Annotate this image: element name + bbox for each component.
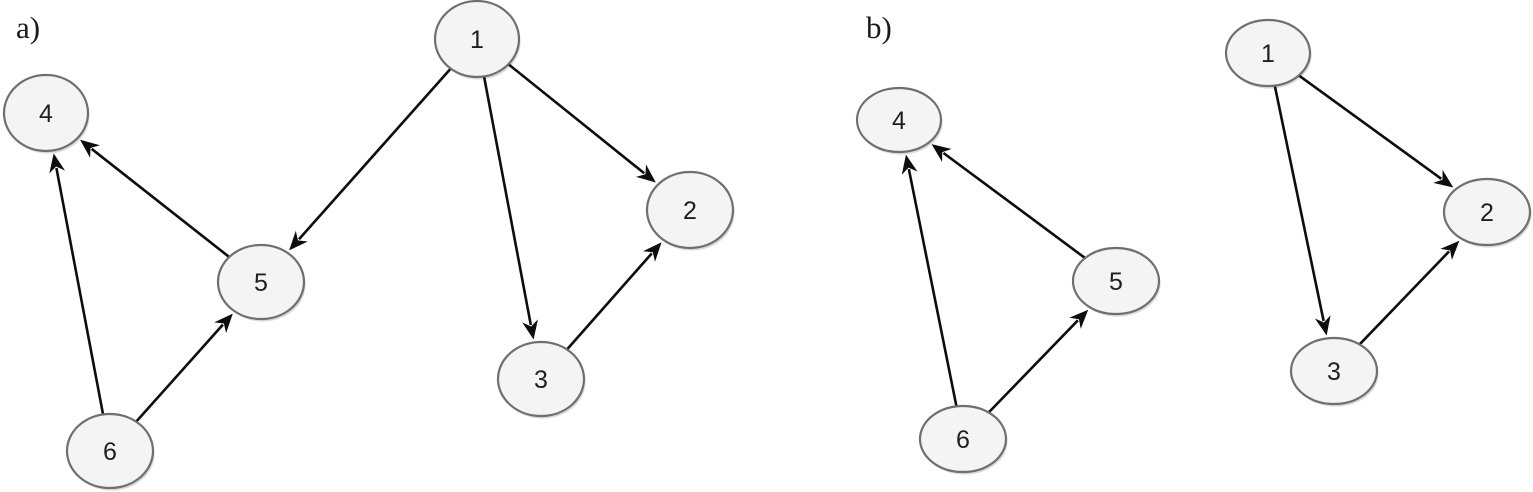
graph-edge <box>1358 240 1460 346</box>
node-label: 6 <box>956 426 970 454</box>
node-label: 3 <box>534 366 548 394</box>
node-ellipse[interactable] <box>1224 18 1312 88</box>
graph-node[interactable]: 1 <box>433 0 521 80</box>
node-label: 6 <box>103 438 117 466</box>
node-ellipse[interactable] <box>1071 246 1161 316</box>
edge-line <box>507 63 646 175</box>
node-ellipse[interactable] <box>855 86 943 154</box>
edge-line <box>298 67 452 241</box>
node-ellipse[interactable] <box>1442 177 1532 247</box>
edge-arrowhead <box>214 313 233 334</box>
edge-line <box>1358 250 1450 346</box>
edge-line <box>942 151 1086 260</box>
panel-b-label: b) <box>866 10 892 45</box>
graph-edge <box>80 139 231 259</box>
edge-arrowhead <box>636 164 656 183</box>
node-ellipse[interactable] <box>1289 336 1379 406</box>
graph-edge <box>1273 85 1331 336</box>
panel-a-label: a) <box>16 10 41 45</box>
node-label: 2 <box>1480 199 1494 227</box>
graph-node[interactable]: 3 <box>496 340 586 419</box>
graph-edge <box>482 76 538 340</box>
node-label: 2 <box>683 197 697 225</box>
edge-arrowhead <box>901 154 918 175</box>
node-ellipse[interactable] <box>496 340 586 418</box>
edge-arrowhead <box>49 153 66 174</box>
graph-node[interactable]: 1 <box>1224 18 1312 89</box>
graph-edge <box>931 144 1086 260</box>
node-ellipse[interactable] <box>918 404 1008 474</box>
node-label: 1 <box>1261 40 1275 68</box>
edge-arrowhead <box>1069 309 1089 329</box>
graph-node[interactable]: 4 <box>2 73 90 154</box>
edge-line <box>55 167 105 415</box>
graph-edge <box>1298 74 1454 188</box>
graph-edge <box>49 153 105 415</box>
graph-node[interactable]: 4 <box>855 86 943 155</box>
edge-line <box>907 168 958 407</box>
graph-edge <box>135 313 233 423</box>
edge-arrowhead <box>522 319 538 340</box>
node-ellipse[interactable] <box>216 243 306 321</box>
graph-edge <box>987 309 1089 414</box>
graph-node[interactable]: 6 <box>65 412 155 491</box>
graph-node[interactable]: 5 <box>1071 246 1161 317</box>
graph-node[interactable]: 2 <box>1442 177 1532 248</box>
graph-node[interactable]: 2 <box>645 170 735 251</box>
edge-line <box>987 319 1079 414</box>
edge-line <box>1298 74 1443 180</box>
node-label: 4 <box>39 100 53 128</box>
edge-line <box>566 252 653 351</box>
node-ellipse[interactable] <box>2 73 90 153</box>
node-ellipse[interactable] <box>645 170 735 250</box>
edge-arrowhead <box>1433 169 1454 188</box>
node-label: 5 <box>254 269 268 297</box>
node-ellipse[interactable] <box>433 0 521 79</box>
node-ellipse[interactable] <box>65 412 155 490</box>
edge-line <box>90 147 231 259</box>
graph-node[interactable]: 5 <box>216 243 306 322</box>
node-label: 4 <box>892 107 906 135</box>
node-label: 3 <box>1327 358 1341 386</box>
edge-arrowhead <box>1440 240 1460 260</box>
edge-arrowhead <box>643 242 662 262</box>
graph-edge <box>901 154 958 407</box>
edge-arrowhead <box>1314 315 1331 336</box>
edges-group <box>49 63 1460 423</box>
graph-node[interactable]: 6 <box>918 404 1008 475</box>
node-label: 5 <box>1109 268 1123 296</box>
node-label: 1 <box>470 26 484 54</box>
graph-edge <box>507 63 656 183</box>
graph-edge <box>566 242 662 351</box>
graph-edge <box>289 67 452 251</box>
edge-arrowhead <box>80 139 100 158</box>
graph-node[interactable]: 3 <box>1289 336 1379 407</box>
edge-line <box>135 323 224 423</box>
edge-line <box>1273 85 1325 322</box>
edge-line <box>482 76 533 326</box>
edge-arrowhead <box>931 144 952 162</box>
edge-arrowhead <box>289 230 308 251</box>
